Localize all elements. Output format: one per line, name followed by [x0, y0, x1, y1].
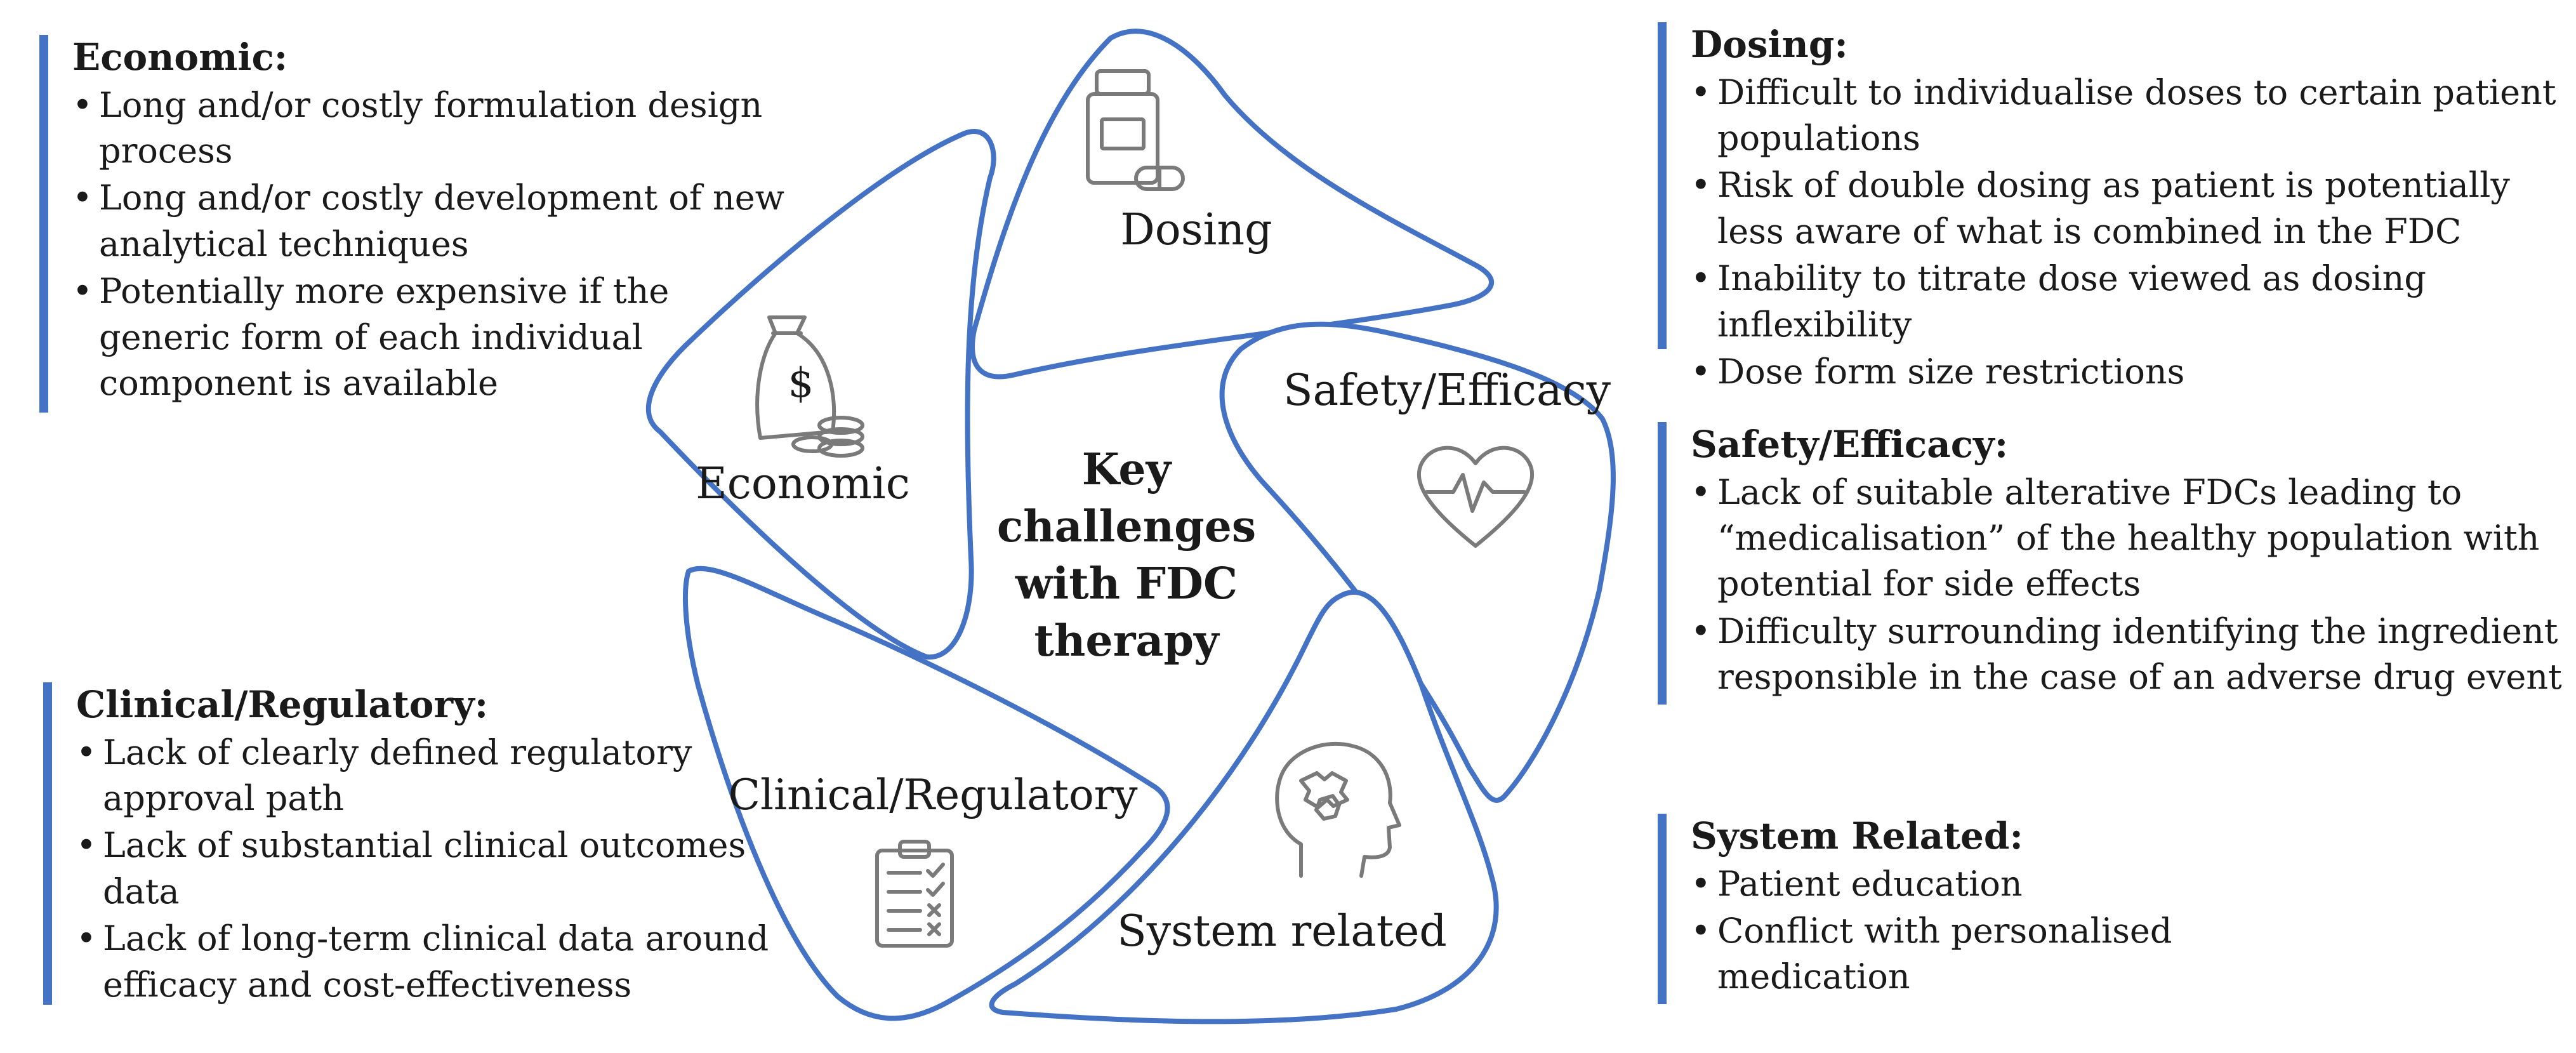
checklist-clipboard-icon — [875, 840, 954, 948]
panel-safety-title: Safety/Efficacy: — [1691, 423, 2009, 466]
pill-bottle-icon — [1086, 69, 1185, 191]
panel-economic-list: Long and/or costly formulation design pr… — [72, 83, 788, 407]
panel-dosing-list: Difficult to individualise doses to cert… — [1691, 70, 2572, 395]
list-item: Inability to titrate dose viewed as dosi… — [1691, 256, 2572, 348]
list-item: Lack of suitable alterative FDCs leading… — [1691, 470, 2572, 607]
list-item: Risk of double dosing as patient is pote… — [1691, 162, 2572, 255]
panel-clinical-title: Clinical/Regulatory: — [76, 683, 489, 726]
list-item: Patient education — [1691, 861, 2292, 908]
panel-safety-list: Lack of suitable alterative FDCs leading… — [1691, 470, 2572, 701]
petal-label-safety: Safety/Efficacy — [1283, 366, 1611, 416]
panel-economic: Economic: Long and/or costly formulation… — [39, 35, 788, 413]
list-item: Lack of long-term clinical data around e… — [76, 916, 786, 1008]
panel-system-title: System Related: — [1691, 814, 2023, 858]
petal-system — [989, 590, 1499, 1024]
petal-safety — [1219, 321, 1616, 803]
list-item: Conflict with personalised medication — [1691, 908, 2292, 1000]
svg-text:$: $ — [788, 360, 814, 407]
list-item: Long and/or costly formulation design pr… — [72, 83, 788, 175]
list-item: Difficulty surrounding identifying the i… — [1691, 609, 2572, 701]
center-title-line-1: Key — [1082, 444, 1173, 495]
list-item: Long and/or costly development of new an… — [72, 175, 788, 267]
petal-label-clinical: Clinical/Regulatory — [728, 771, 1138, 819]
center-title-line-2: challenges — [997, 501, 1256, 552]
petal-dosing — [970, 29, 1494, 380]
list-item: Lack of clearly defined regulatory appro… — [76, 730, 786, 822]
center-title-line-3: with FDC — [1015, 559, 1238, 609]
panel-safety-efficacy: Safety/Efficacy: Lack of suitable altera… — [1658, 422, 2572, 705]
panel-system-related: System Related: Patient education Confli… — [1658, 814, 2292, 1004]
panel-dosing-title: Dosing: — [1691, 23, 1848, 66]
panel-clinical-list: Lack of clearly defined regulatory appro… — [76, 730, 786, 1008]
panel-system-list: Patient education Conflict with personal… — [1691, 861, 2292, 1000]
petal-label-economic: Economic — [696, 459, 910, 509]
center-title-line-4: therapy — [1034, 616, 1220, 666]
center-title: Key challenges with FDC therapy — [997, 444, 1256, 666]
head-puzzle-icon — [1275, 742, 1401, 878]
list-item: Difficult to individualise doses to cert… — [1691, 70, 2572, 162]
list-item: Lack of substantial clinical outcomes da… — [76, 823, 786, 915]
list-item: Potentially more expensive if the generi… — [72, 268, 788, 406]
panel-dosing: Dosing: Difficult to individualise doses… — [1658, 22, 2572, 395]
panel-economic-title: Economic: — [72, 36, 288, 79]
panel-clinical-regulatory: Clinical/Regulatory: Lack of clearly def… — [43, 682, 786, 1005]
list-item: Dose form size restrictions — [1691, 349, 2572, 395]
petal-label-system: System related — [1117, 906, 1447, 957]
petal-label-dosing: Dosing — [1120, 205, 1272, 255]
heartbeat-icon — [1417, 446, 1535, 548]
